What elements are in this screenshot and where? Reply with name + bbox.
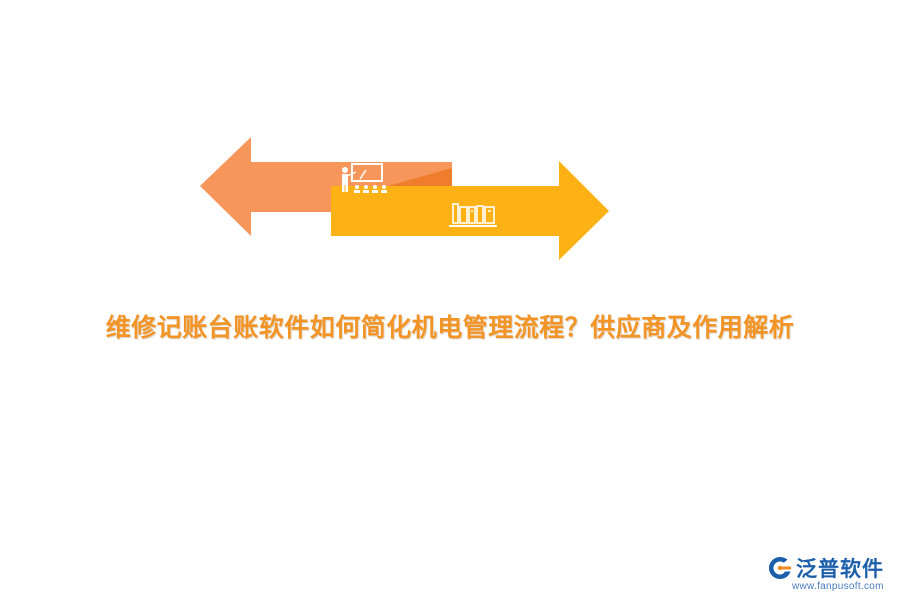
teacher-presentation-icon	[342, 163, 387, 193]
books-icon	[449, 203, 497, 227]
right-arrow	[331, 161, 609, 260]
logo-name: 泛普软件	[796, 557, 884, 581]
page-title: 维修记账台账软件如何简化机电管理流程？供应商及作用解析	[105, 313, 795, 342]
brand-logo: 泛普软件 www.fanpusoft.com	[766, 553, 894, 597]
fanpu-logo-icon	[769, 557, 791, 579]
arrow-fold-shadow	[388, 168, 452, 186]
logo-url: www.fanpusoft.com	[792, 581, 884, 592]
